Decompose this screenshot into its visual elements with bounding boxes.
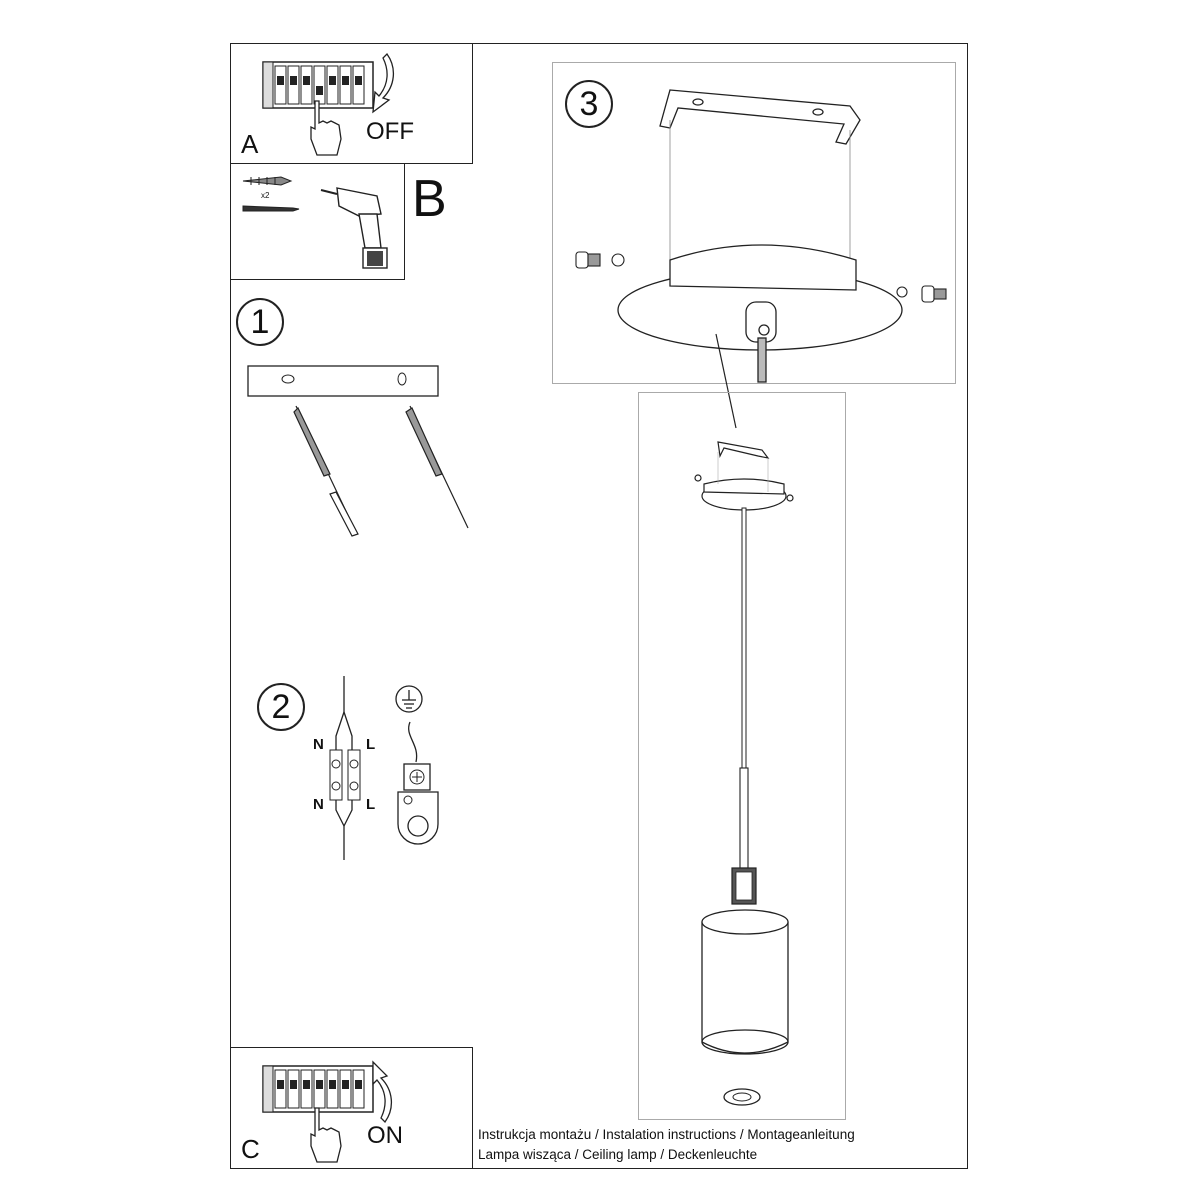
instruction-sheet-frame (230, 43, 968, 1169)
neutral-bottom-label: N (313, 796, 324, 813)
live-top-label: L (366, 736, 376, 753)
step-3-detail-box (552, 62, 956, 384)
panel-a: OFF A (230, 43, 473, 164)
screw-icon (242, 205, 300, 212)
panel-b: x2 (230, 163, 405, 280)
arrow-down-icon (372, 52, 394, 114)
ceiling-canopy-detail-illustration (575, 89, 947, 429)
hand-icon (310, 100, 342, 156)
panel-a-letter: A (241, 129, 259, 159)
quantity-label: x2 (261, 191, 270, 200)
off-label: OFF (366, 118, 414, 145)
mounting-bracket-drilling-illustration (247, 365, 469, 537)
caption-instructions: Instrukcja montażu / Instalation instruc… (478, 1127, 855, 1142)
caption-lamp-type: Lampa wisząca / Ceiling lamp / Deckenleu… (478, 1147, 758, 1162)
on-label: ON (367, 1122, 403, 1149)
neutral-top-label: N (313, 736, 324, 753)
lamp-assembly-box (638, 392, 846, 1120)
terminal-block-wiring-icon (329, 676, 361, 860)
panel-c-letter: C (241, 1134, 260, 1164)
arrow-up-icon (372, 1060, 392, 1124)
step-1-number: 1 (250, 303, 270, 341)
circuit-breaker-icon (262, 1065, 374, 1113)
panel-c: ON C (230, 1047, 473, 1169)
drill-icon (320, 187, 388, 269)
hand-icon (310, 1107, 342, 1163)
step-2-badge: 2 (257, 683, 305, 731)
ground-terminal-icon (397, 721, 439, 845)
ground-symbol-icon (395, 685, 423, 713)
step-3-badge: 3 (565, 80, 613, 128)
step-1-badge: 1 (236, 298, 284, 346)
wall-plug-icon (242, 176, 293, 186)
step-3-number: 3 (579, 85, 599, 123)
step-2-number: 2 (271, 688, 291, 726)
panel-b-letter: B (412, 170, 447, 228)
live-bottom-label: L (366, 796, 376, 813)
pendant-lamp-illustration (694, 441, 794, 1106)
circuit-breaker-icon (262, 61, 374, 109)
